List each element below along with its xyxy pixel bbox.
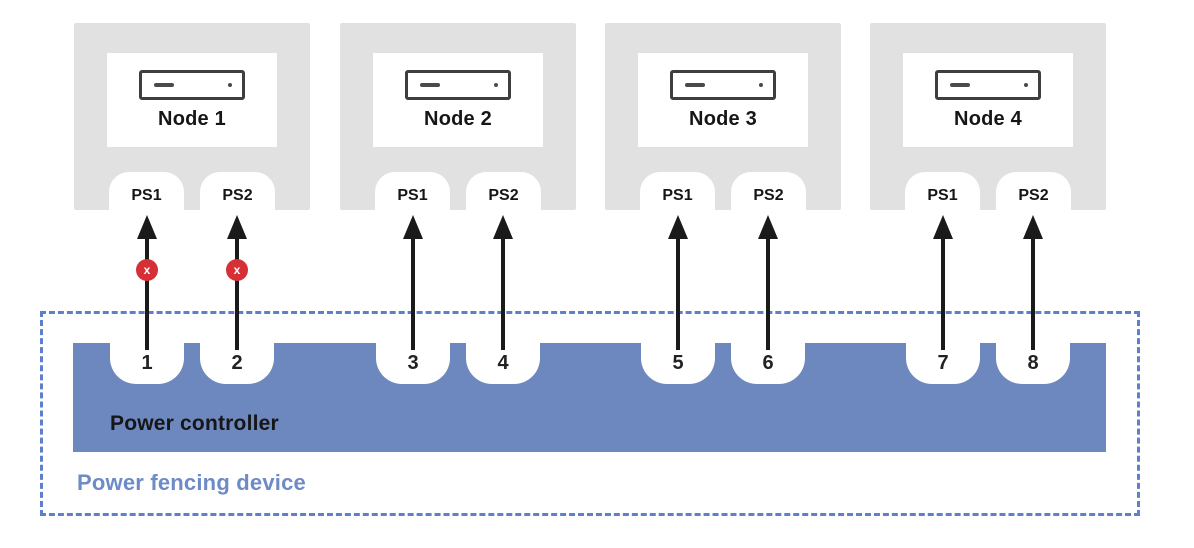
node-1-ps2-tab: PS2 bbox=[200, 172, 275, 210]
server-icon bbox=[139, 69, 245, 100]
arrowhead-up-icon bbox=[493, 215, 513, 239]
arrowhead-up-icon bbox=[403, 215, 423, 239]
ps-label: PS2 bbox=[1018, 187, 1049, 204]
node-4-ps2-tab: PS2 bbox=[996, 172, 1071, 210]
server-icon bbox=[670, 69, 776, 100]
link-port7-to-node4-ps1 bbox=[933, 215, 953, 350]
port-number: 7 bbox=[937, 352, 949, 374]
link-port2-to-node1-ps2: x bbox=[226, 215, 248, 350]
ps-label: PS1 bbox=[397, 187, 428, 204]
server-icon-led bbox=[228, 82, 232, 87]
arrowhead-up-icon bbox=[227, 215, 247, 239]
ps-label: PS1 bbox=[131, 187, 162, 204]
arrow-line bbox=[411, 236, 415, 350]
port-number: 8 bbox=[1027, 352, 1039, 374]
node-4-ps1-tab: PS1 bbox=[905, 172, 980, 210]
node-4-label: Node 4 bbox=[954, 107, 1022, 130]
ps-label: PS2 bbox=[753, 187, 784, 204]
node-2-ps1-tab: PS1 bbox=[375, 172, 450, 210]
arrow-line bbox=[1031, 236, 1035, 350]
ps-label: PS1 bbox=[662, 187, 693, 204]
node-1-label: Node 1 bbox=[158, 107, 226, 130]
server-icon-led bbox=[494, 82, 498, 87]
server-icon bbox=[935, 69, 1041, 100]
link-port1-to-node1-ps1: x bbox=[136, 215, 158, 350]
node-1-ps1-tab: PS1 bbox=[109, 172, 184, 210]
ps-label: PS1 bbox=[927, 187, 958, 204]
power-fencing-device-box: Power fencing device bbox=[40, 311, 1140, 516]
node-3-panel: Node 3 bbox=[638, 53, 808, 147]
arrow-line bbox=[235, 236, 239, 350]
node-3-label: Node 3 bbox=[689, 107, 757, 130]
severed-link-x-icon: x bbox=[136, 259, 158, 281]
port-number: 3 bbox=[407, 352, 419, 374]
ps-label: PS2 bbox=[222, 187, 253, 204]
server-icon-slot bbox=[154, 82, 174, 87]
arrowhead-up-icon bbox=[933, 215, 953, 239]
node-2-label: Node 2 bbox=[424, 107, 492, 130]
link-port4-to-node2-ps2 bbox=[493, 215, 513, 350]
arrow-line bbox=[941, 236, 945, 350]
server-icon bbox=[405, 69, 511, 100]
arrowhead-up-icon bbox=[668, 215, 688, 239]
server-icon-led bbox=[759, 82, 763, 87]
arrow-line bbox=[501, 236, 505, 350]
ps-label: PS2 bbox=[488, 187, 519, 204]
server-icon-slot bbox=[685, 82, 705, 87]
server-icon-led bbox=[1024, 82, 1028, 87]
power-fencing-device-label: Power fencing device bbox=[77, 470, 306, 495]
port-number: 4 bbox=[497, 352, 509, 374]
port-number: 1 bbox=[141, 352, 153, 374]
node-1-box: Node 1 PS1 PS2 bbox=[74, 23, 310, 210]
node-4-box: Node 4 PS1 PS2 bbox=[870, 23, 1106, 210]
link-port3-to-node2-ps1 bbox=[403, 215, 423, 350]
arrow-line bbox=[766, 236, 770, 350]
arrowhead-up-icon bbox=[137, 215, 157, 239]
link-port8-to-node4-ps2 bbox=[1023, 215, 1043, 350]
power-controller-label: Power controller bbox=[110, 412, 279, 435]
node-3-ps2-tab: PS2 bbox=[731, 172, 806, 210]
link-port6-to-node3-ps2 bbox=[758, 215, 778, 350]
arrow-line bbox=[145, 236, 149, 350]
server-icon-slot bbox=[950, 82, 970, 87]
node-3-box: Node 3 PS1 PS2 bbox=[605, 23, 841, 210]
node-1-panel: Node 1 bbox=[107, 53, 277, 147]
arrowhead-up-icon bbox=[1023, 215, 1043, 239]
port-number: 5 bbox=[672, 352, 684, 374]
arrowhead-up-icon bbox=[758, 215, 778, 239]
arrow-line bbox=[676, 236, 680, 350]
severed-link-x-icon: x bbox=[226, 259, 248, 281]
link-port5-to-node3-ps1 bbox=[668, 215, 688, 350]
server-icon-slot bbox=[420, 82, 440, 87]
node-2-ps2-tab: PS2 bbox=[466, 172, 541, 210]
port-number: 2 bbox=[231, 352, 243, 374]
node-3-ps1-tab: PS1 bbox=[640, 172, 715, 210]
node-4-panel: Node 4 bbox=[903, 53, 1073, 147]
port-number: 6 bbox=[762, 352, 774, 374]
node-2-panel: Node 2 bbox=[373, 53, 543, 147]
node-2-box: Node 2 PS1 PS2 bbox=[340, 23, 576, 210]
